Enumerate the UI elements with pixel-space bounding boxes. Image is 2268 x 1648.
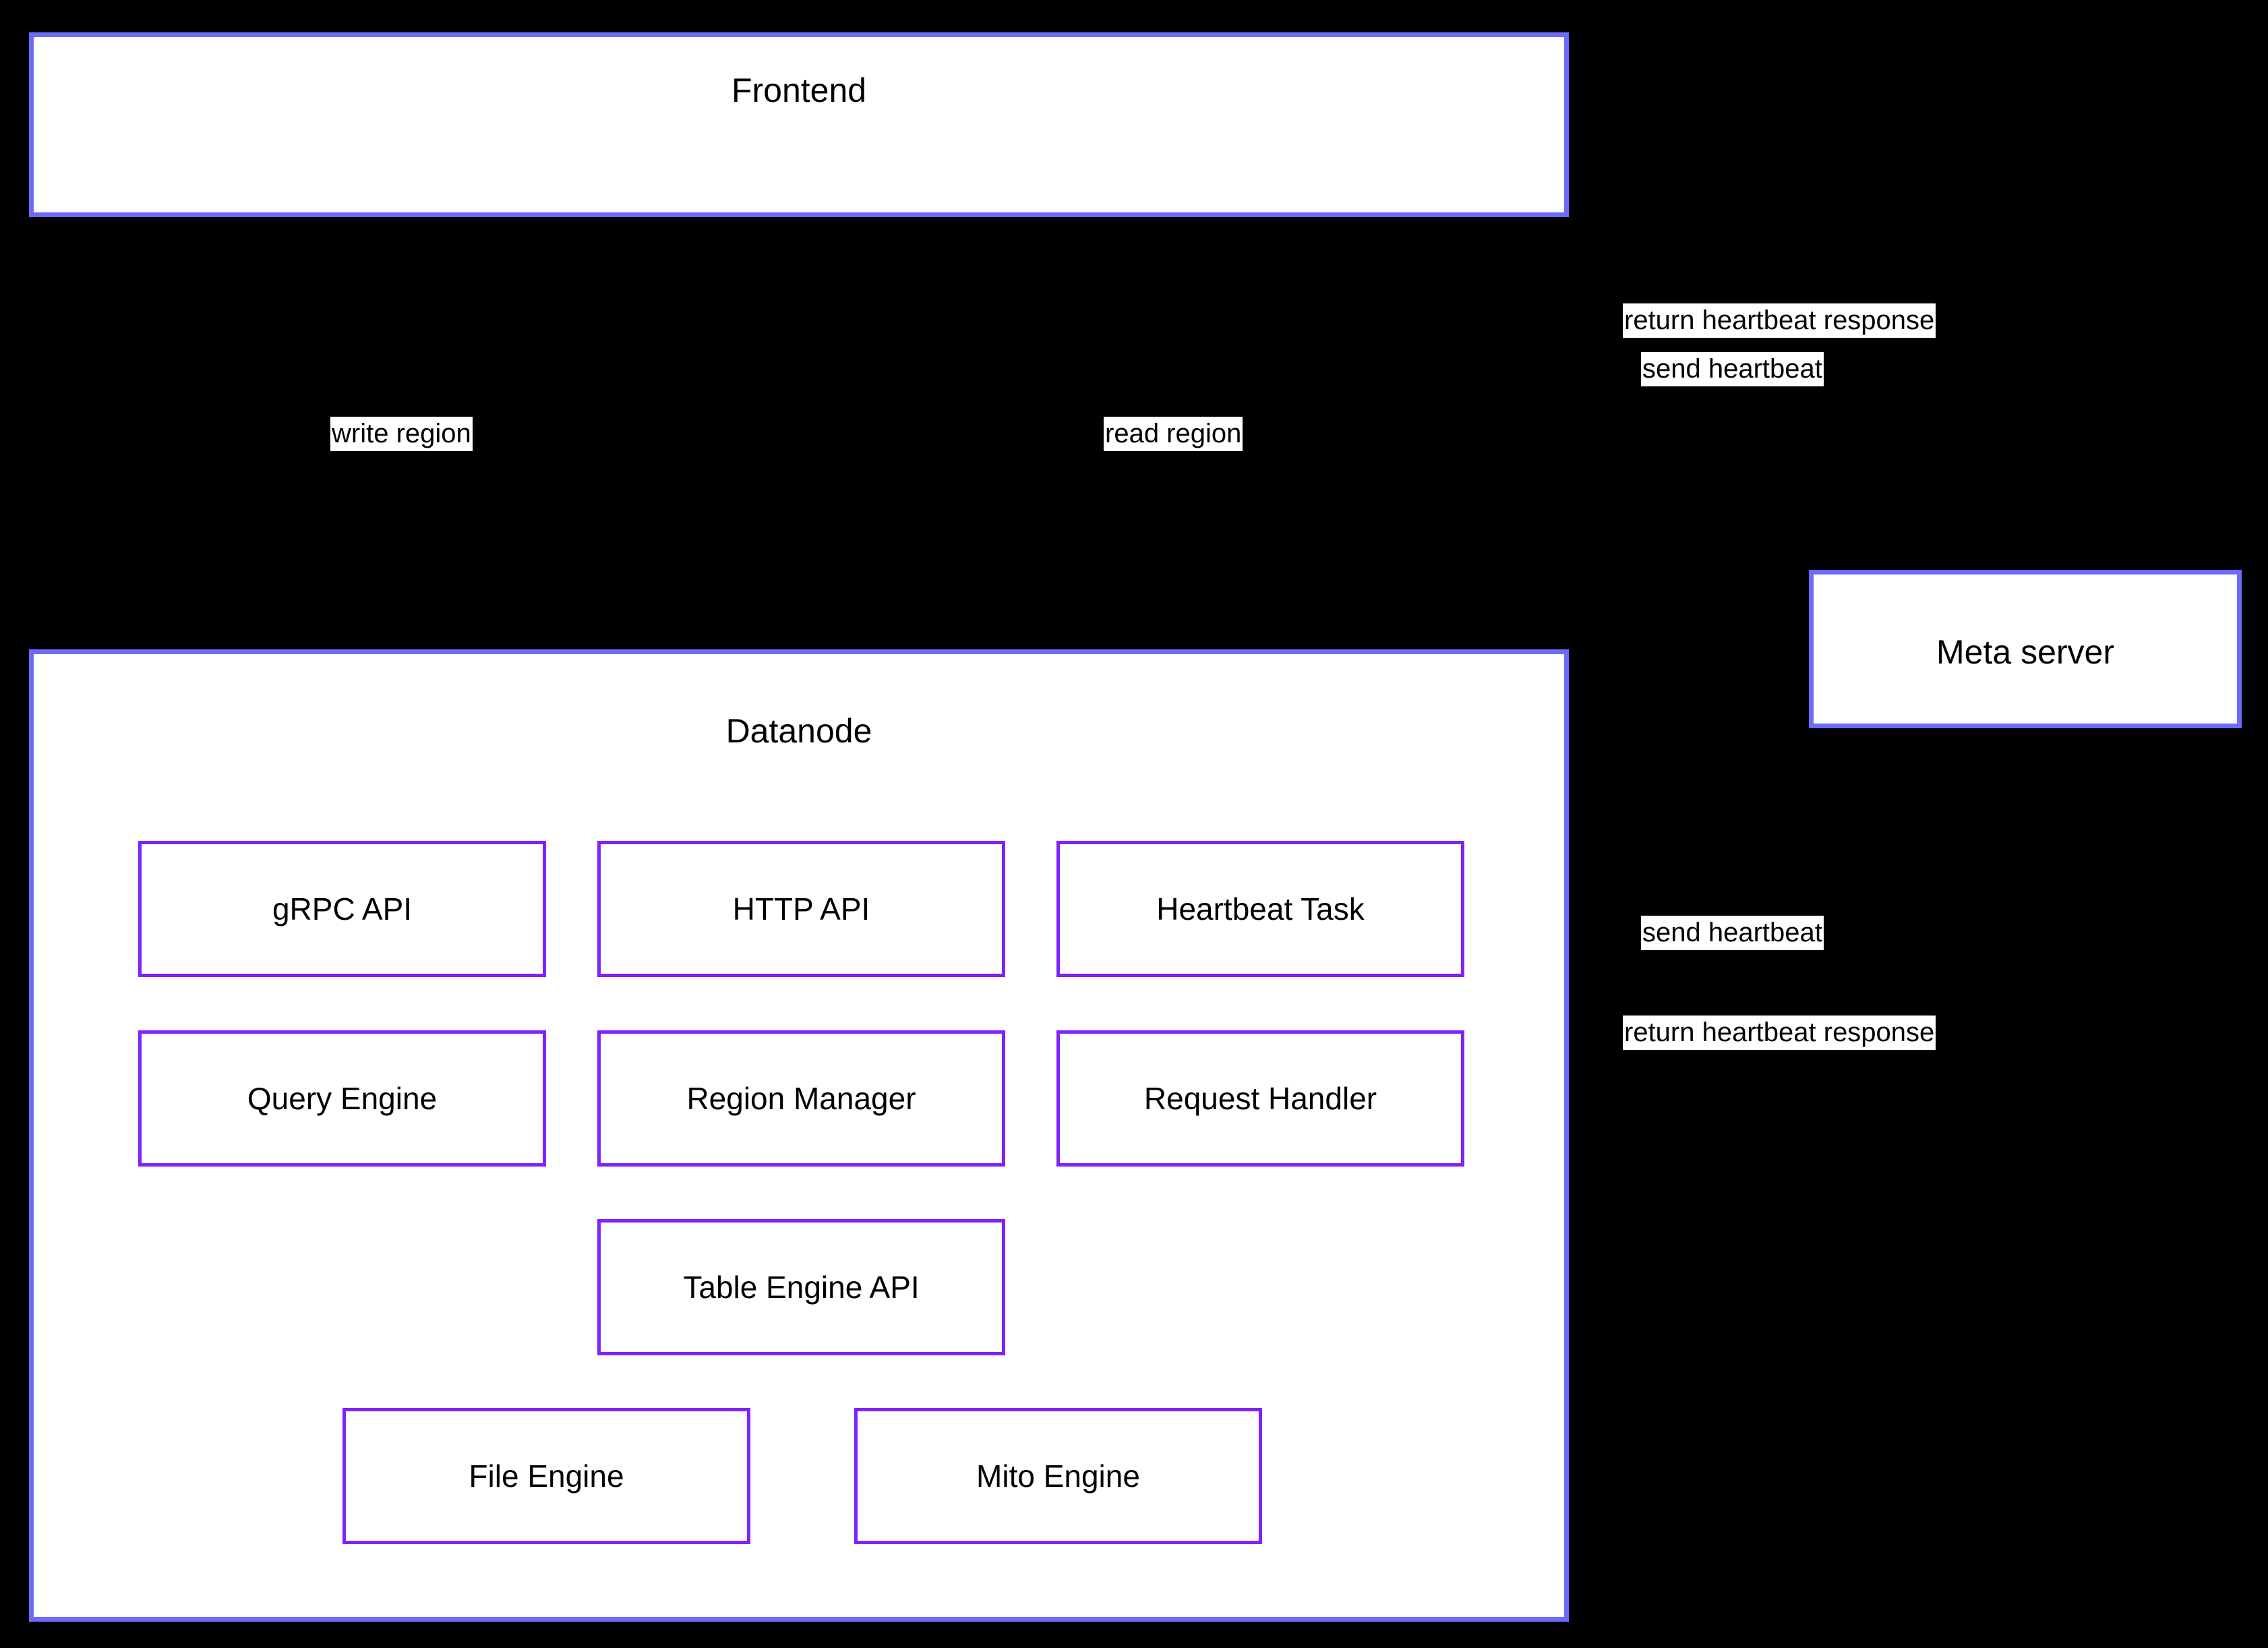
component-region-manager[interactable]: Region Manager [597,1030,1005,1167]
component-label: Request Handler [1143,1081,1377,1116]
edge-send-heartbeat-top [1569,120,1868,570]
component-label: HTTP API [732,891,870,926]
edge-label-return-heartbeat-response-top: return heartbeat response [1623,303,1936,339]
datanode-box[interactable]: Datanode gRPC API HTTP API Heartbeat Tas… [29,649,1569,1622]
datanode-label: Datanode [725,712,872,750]
component-file-engine[interactable]: File Engine [342,1408,750,1544]
component-http-api[interactable]: HTTP API [597,841,1005,977]
edge-label-write-region: write region [330,417,473,452]
edge-label-send-heartbeat-bottom: send heartbeat [1641,916,1824,951]
meta-server-box[interactable]: Meta server [1809,570,2242,728]
component-request-handler[interactable]: Request Handler [1056,1030,1464,1167]
edge-label-read-region: read region [1104,417,1243,452]
component-label: File Engine [469,1459,624,1494]
component-label: Mito Engine [976,1459,1140,1494]
component-heartbeat-task[interactable]: Heartbeat Task [1056,841,1464,977]
component-grpc-api[interactable]: gRPC API [138,841,546,977]
component-label: gRPC API [272,891,413,926]
component-table-engine-api[interactable]: Table Engine API [597,1219,1005,1355]
component-label: Heartbeat Task [1156,891,1365,926]
edge-label-send-heartbeat-top: send heartbeat [1641,352,1824,387]
component-label: Region Manager [686,1081,916,1116]
component-mito-engine[interactable]: Mito Engine [854,1408,1262,1544]
frontend-box[interactable]: Frontend [29,32,1569,217]
component-label: Query Engine [247,1081,438,1116]
meta-server-label: Meta server [1936,633,2114,671]
component-query-engine[interactable]: Query Engine [138,1030,546,1167]
edge-label-return-heartbeat-response-bottom: return heartbeat response [1623,1016,1936,1051]
component-label: Table Engine API [683,1270,920,1305]
frontend-label: Frontend [731,71,867,109]
